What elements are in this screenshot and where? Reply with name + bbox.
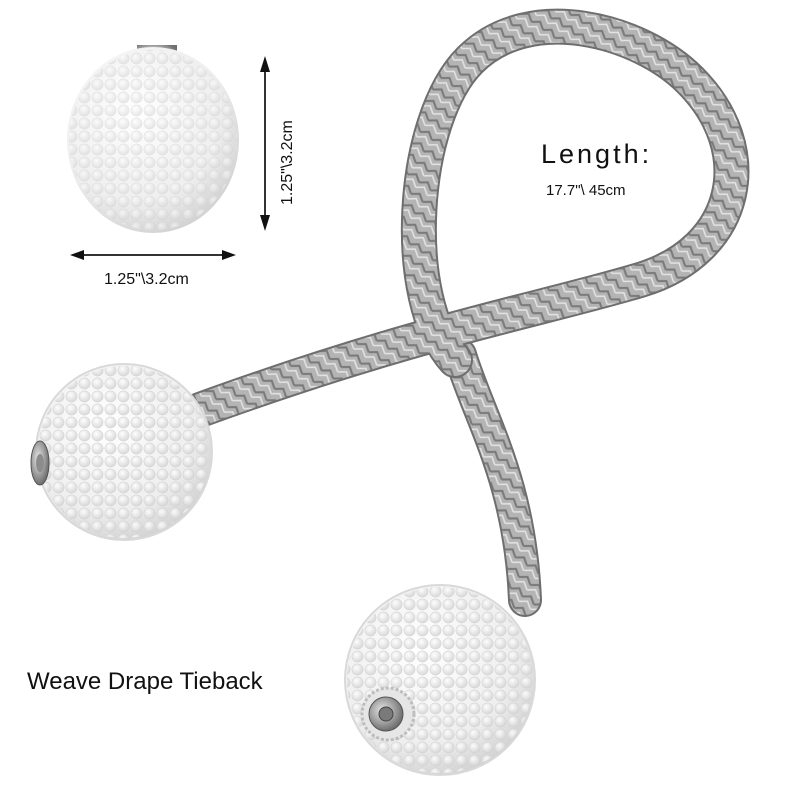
product-name: Weave Drape Tieback: [27, 668, 263, 695]
length-value: 17.7"\ 45cm: [546, 182, 626, 199]
pearl-ball-bottom: [344, 584, 536, 776]
ball-height-label: 1.25"\3.2cm: [279, 120, 296, 205]
pearl-ball-detail: [67, 45, 239, 233]
rope-loop: [182, 8, 750, 428]
magnet-icon: [360, 686, 416, 742]
dimension-arrow-vertical: [260, 56, 270, 231]
rope-lower-segment: [443, 338, 542, 617]
magnet-icon: [30, 440, 50, 486]
length-title: Length:: [541, 139, 653, 169]
ball-width-label: 1.25"\3.2cm: [104, 271, 189, 288]
pearl-ball-left: [30, 363, 213, 541]
dimension-arrow-horizontal: [70, 250, 236, 260]
